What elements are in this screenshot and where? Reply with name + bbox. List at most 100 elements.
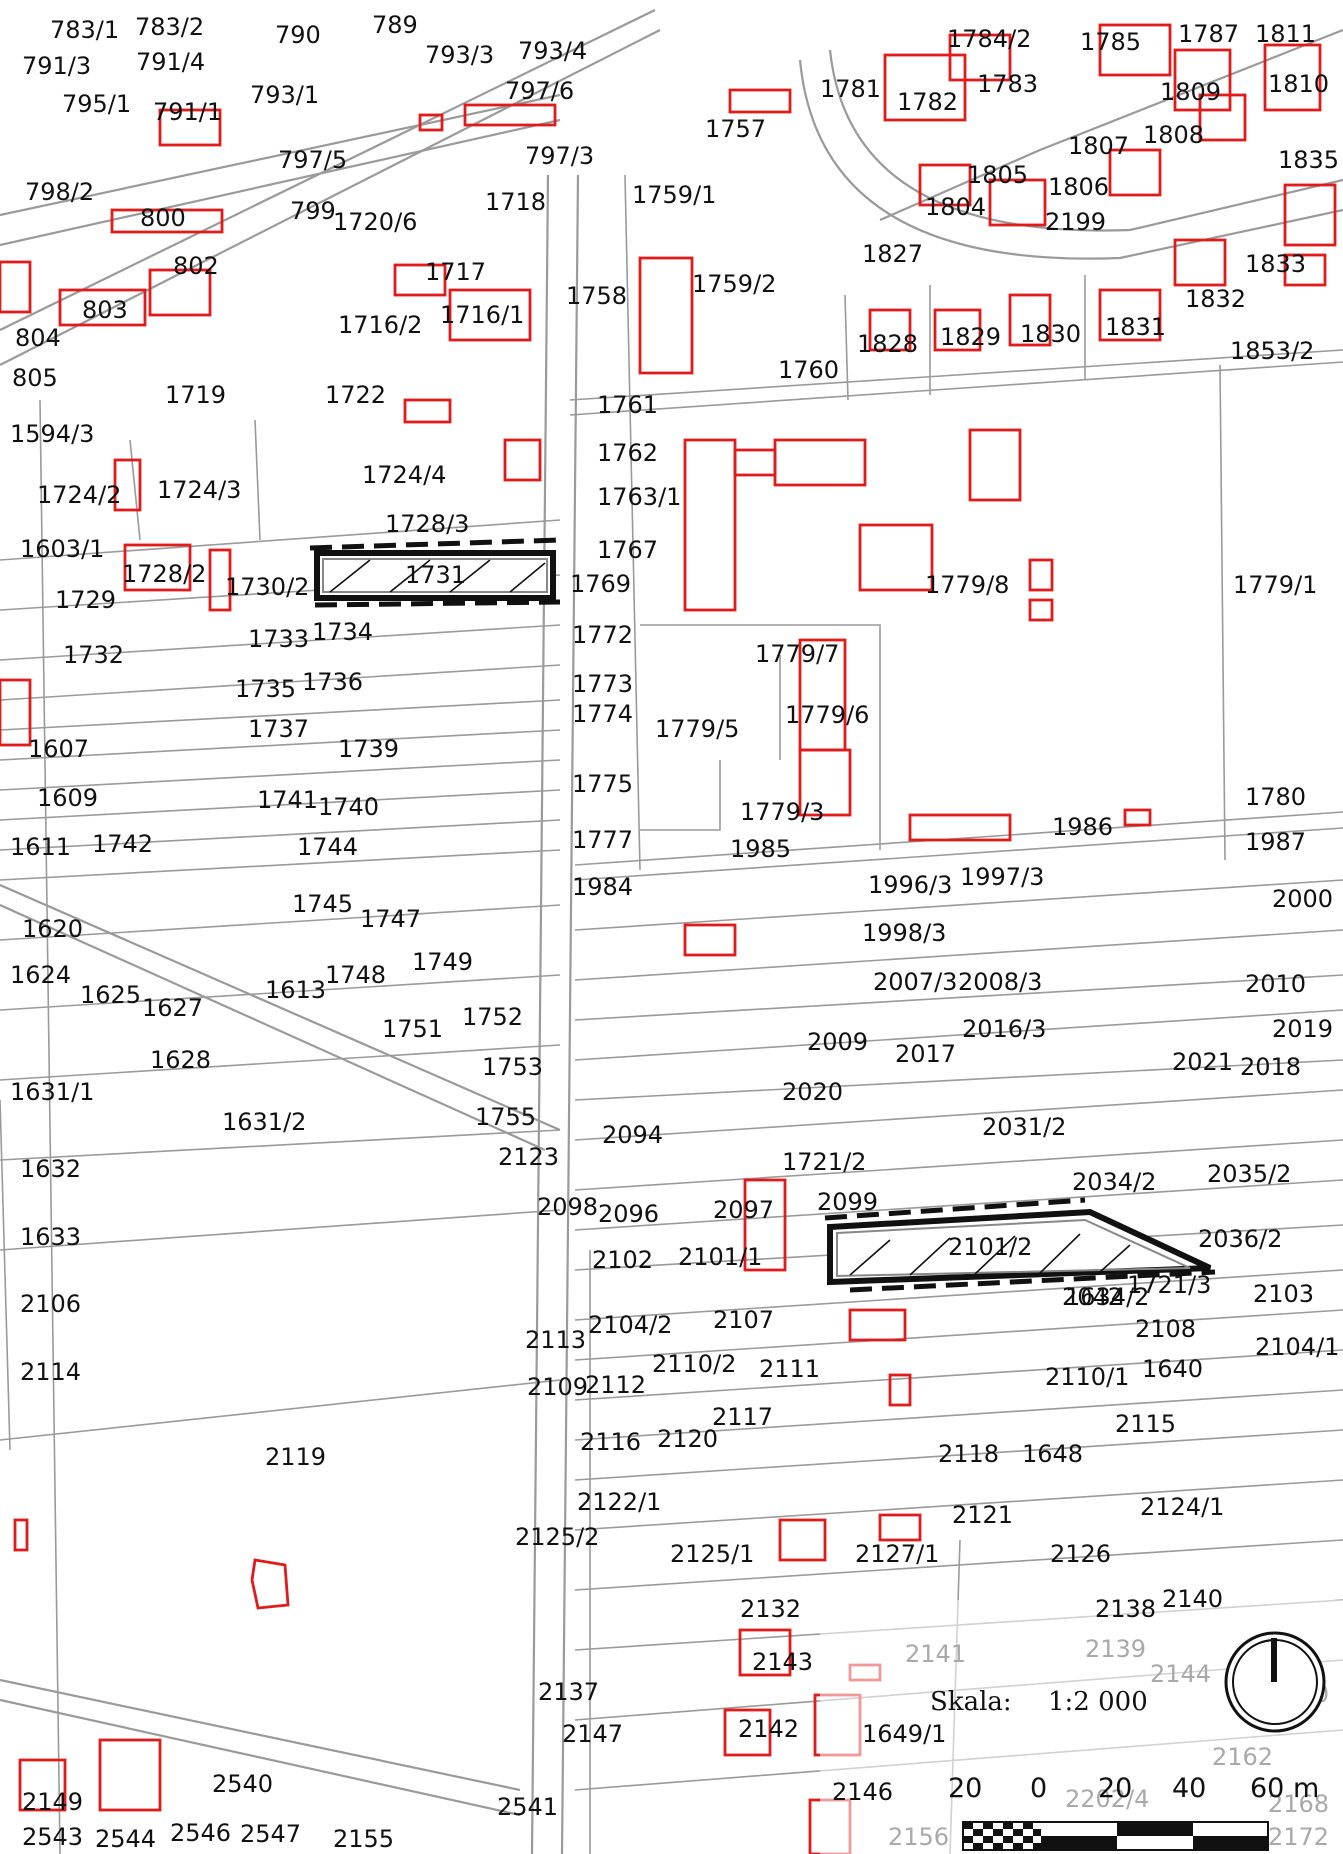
parcel-label: 783/1 bbox=[50, 16, 119, 44]
parcel-label: 1735 bbox=[235, 675, 296, 703]
parcel-label: 1996/3 bbox=[868, 871, 952, 899]
parcel-label: 2000 bbox=[1272, 885, 1333, 913]
parcel-label: 1721/2 bbox=[782, 1148, 866, 1176]
parcel-label: 2034/2 bbox=[1072, 1168, 1156, 1196]
parcel-label: 1810 bbox=[1268, 70, 1329, 98]
parcel-label: 1728/3 bbox=[385, 510, 469, 538]
parcel-label: 1784/2 bbox=[947, 25, 1031, 53]
parcel-label: 1853/2 bbox=[1230, 337, 1314, 365]
parcel-label: 2035/2 bbox=[1207, 1160, 1291, 1188]
parcel-label: 1985 bbox=[730, 835, 791, 863]
parcel-label: 1830 bbox=[1020, 320, 1081, 348]
highlighted-parcel-2101-2[interactable] bbox=[824, 1197, 1216, 1293]
parcel-label: 1767 bbox=[597, 536, 658, 564]
parcel-label: 789 bbox=[372, 11, 418, 39]
parcel-label: 1730/2 bbox=[225, 573, 309, 601]
parcel-label: 1609 bbox=[37, 784, 98, 812]
parcel-label: 2104/1 bbox=[1255, 1333, 1339, 1361]
parcel-boundaries bbox=[0, 9, 1343, 1854]
parcel-label: 804 bbox=[15, 324, 61, 352]
parcel-label: 2106 bbox=[20, 1290, 81, 1318]
parcel-label: 1742 bbox=[92, 830, 153, 858]
parcel-label: 2107 bbox=[713, 1306, 774, 1334]
parcel-label: 1744 bbox=[297, 833, 358, 861]
parcel-label: 2547 bbox=[240, 1820, 301, 1848]
parcel-label: 2162 bbox=[1212, 1743, 1273, 1771]
parcel-label: 1807 bbox=[1068, 132, 1129, 160]
parcel-label: 1747 bbox=[360, 905, 421, 933]
parcel-label: 1831 bbox=[1105, 313, 1166, 341]
parcel-label: 1739 bbox=[338, 735, 399, 763]
scale-tick-label: 0 bbox=[1030, 1773, 1047, 1804]
parcel-label: 1632 bbox=[20, 1155, 81, 1183]
parcel-label: 1720/6 bbox=[333, 208, 417, 236]
parcel-label: 1779/6 bbox=[785, 701, 869, 729]
parcel-label: 2009 bbox=[807, 1028, 868, 1056]
parcel-label: 2149 bbox=[22, 1788, 83, 1816]
parcel-label: 1718 bbox=[485, 188, 546, 216]
parcel-label: 1607 bbox=[28, 735, 89, 763]
parcel-label: 1717 bbox=[425, 258, 486, 286]
parcel-label: 2112 bbox=[585, 1371, 646, 1399]
parcel-label: 1736 bbox=[302, 668, 363, 696]
parcel-label: 1780 bbox=[1245, 783, 1306, 811]
parcel-label: 1811 bbox=[1255, 20, 1316, 48]
parcel-label: 793/3 bbox=[425, 41, 494, 69]
parcel-label: 1779/3 bbox=[740, 798, 824, 826]
parcel-label: 2137 bbox=[538, 1678, 599, 1706]
parcel-label: 2098 bbox=[537, 1193, 598, 1221]
parcel-label: 1779/1 bbox=[1233, 571, 1317, 599]
highlighted-parcel-1731[interactable] bbox=[309, 537, 561, 608]
parcel-label: 1774 bbox=[572, 700, 633, 728]
parcel-label: 2541 bbox=[497, 1793, 558, 1821]
parcel-label: 805 bbox=[12, 364, 58, 392]
parcel-label: 2114 bbox=[20, 1358, 81, 1386]
parcel-label: 2132 bbox=[740, 1595, 801, 1623]
scale-legend: Skala: 1:2 000 bbox=[930, 1687, 1148, 1717]
parcel-label: 1633 bbox=[20, 1223, 81, 1251]
parcel-label: 1809 bbox=[1160, 78, 1221, 106]
parcel-label: 795/1 bbox=[62, 90, 131, 118]
faded-parcel-labels: 2141 2139 2144 2150 2162 2202/4 2168 217… bbox=[888, 1635, 1329, 1851]
parcel-label: 1648 bbox=[1022, 1440, 1083, 1468]
parcel-label: 2103 bbox=[1253, 1280, 1314, 1308]
parcel-label: 1749 bbox=[412, 948, 473, 976]
parcel-label: 1611 bbox=[10, 833, 71, 861]
parcel-label: 2111 bbox=[759, 1355, 820, 1383]
parcel-label: 2113 bbox=[525, 1326, 586, 1354]
parcel-label: 2109 bbox=[527, 1373, 588, 1401]
parcel-label: 2540 bbox=[212, 1770, 273, 1798]
parcel-label: 1733 bbox=[248, 625, 309, 653]
scale-tick-label: 20 bbox=[948, 1773, 982, 1804]
parcel-label: 1740 bbox=[318, 793, 379, 821]
parcel-label: 1732 bbox=[63, 641, 124, 669]
parcel-label: 2121 bbox=[952, 1501, 1013, 1529]
parcel-label: 1741 bbox=[257, 786, 318, 814]
scale-bar: 20 0 20 40 60 m bbox=[948, 1773, 1319, 1851]
parcel-label: 1759/2 bbox=[692, 270, 776, 298]
parcel-label: 2127/1 bbox=[855, 1540, 939, 1568]
parcel-label: 1758 bbox=[566, 282, 627, 310]
parcel-label: 783/2 bbox=[135, 13, 204, 41]
parcel-label: 2108 bbox=[1135, 1315, 1196, 1343]
parcel-label: 1987 bbox=[1245, 828, 1306, 856]
parcel-label: 2018 bbox=[1240, 1053, 1301, 1081]
parcel-label: 2115 bbox=[1115, 1410, 1176, 1438]
parcel-label: 1613 bbox=[265, 976, 326, 1004]
parcel-label: 2125/1 bbox=[670, 1540, 754, 1568]
parcel-label: 1748 bbox=[325, 961, 386, 989]
parcel-label: 2144 bbox=[1150, 1660, 1211, 1688]
parcel-label: 1782 bbox=[897, 88, 958, 116]
parcel-label: 1997/3 bbox=[960, 863, 1044, 891]
parcel-label: 2007/3 bbox=[873, 968, 957, 996]
parcel-label: 2104/2 bbox=[588, 1311, 672, 1339]
parcel-label: 2119 bbox=[265, 1443, 326, 1471]
parcel-label: 1724/2 bbox=[37, 481, 121, 509]
parcel-label: 1603/1 bbox=[20, 535, 104, 563]
parcel-label: 2125/2 bbox=[515, 1523, 599, 1551]
parcel-label: 1737 bbox=[248, 715, 309, 743]
parcel-label: 1624 bbox=[10, 961, 71, 989]
parcel-label: 2546 bbox=[170, 1819, 231, 1847]
parcel-label: 2110/2 bbox=[652, 1350, 736, 1378]
